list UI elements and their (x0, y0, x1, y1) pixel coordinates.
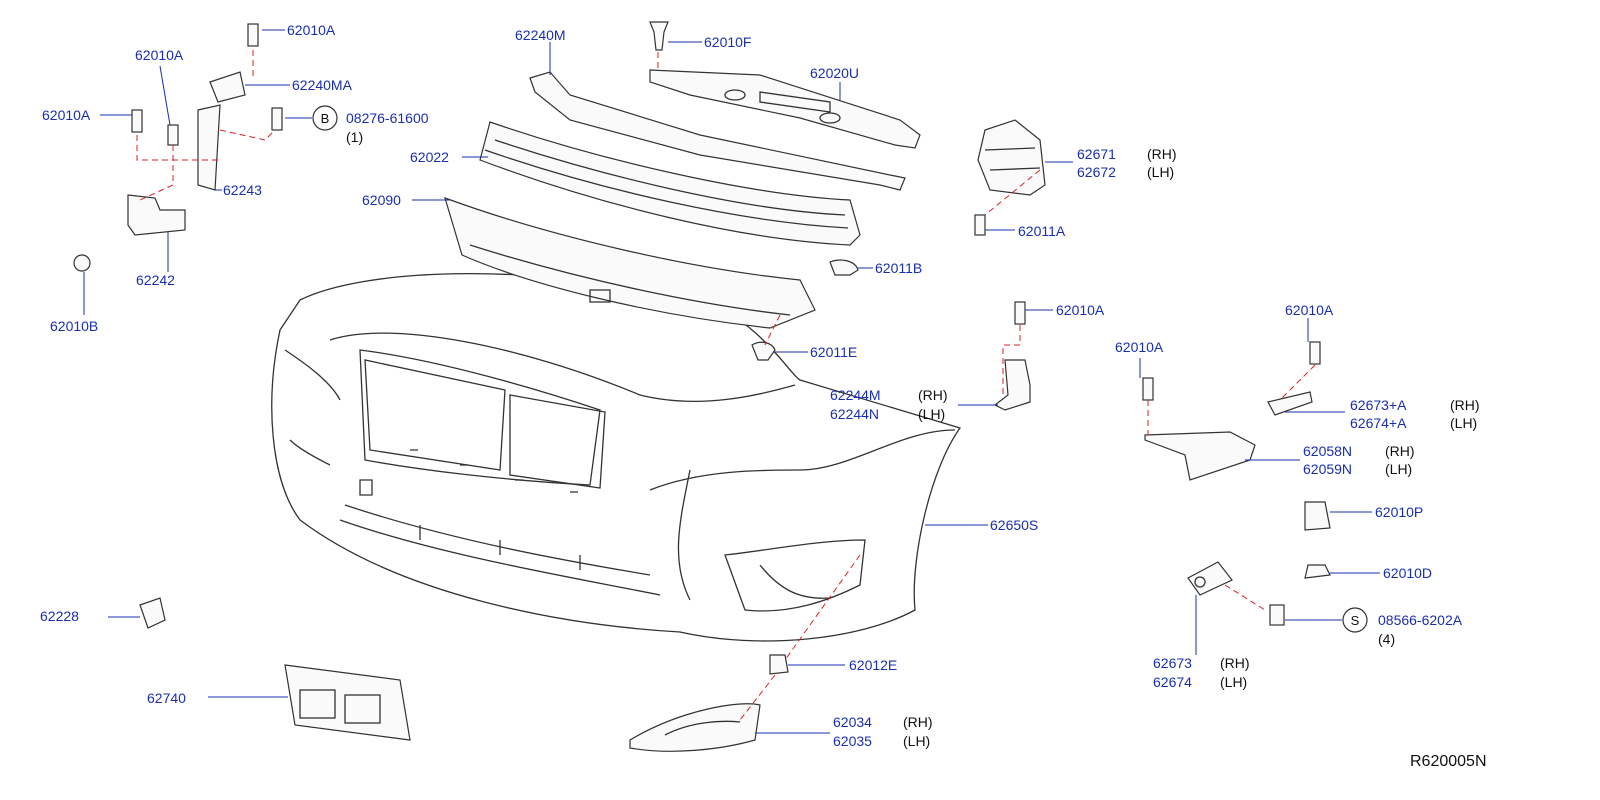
label-62673: 62673 (1153, 655, 1192, 671)
label-62244n: 62244N (830, 406, 879, 422)
label-62010a-top: 62010A (287, 22, 336, 38)
leader-lines (83, 29, 1380, 734)
label-62673a: 62673+A (1350, 397, 1407, 413)
bolt-62010a-top (247, 23, 259, 47)
energy-absorber-62090 (444, 197, 816, 329)
license-plate-bracket-62740 (284, 664, 411, 741)
label-08566-6202a: 08566-6202A (1378, 612, 1463, 628)
label-62673-side: (RH) (1220, 655, 1250, 671)
label-62242: 62242 (136, 272, 175, 288)
part-labels: 62010A 62010A 62010A 62240MA 08276-61600… (40, 22, 1487, 770)
label-62240ma: 62240MA (292, 77, 353, 93)
label-62022: 62022 (410, 149, 449, 165)
clip-62010f (649, 21, 669, 51)
label-62672-side: (LH) (1147, 164, 1174, 180)
bolt-62011a (974, 214, 986, 236)
label-62244n-side: (LH) (918, 406, 945, 422)
clip-62011e (751, 341, 776, 361)
label-62059n: 62059N (1303, 461, 1352, 477)
label-08566-qty: (4) (1378, 631, 1395, 647)
diagram-reference-code: R620005N (1410, 753, 1487, 770)
label-62228: 62228 (40, 608, 79, 624)
label-62674-side: (LH) (1220, 674, 1247, 690)
label-62010a-right1: 62010A (1115, 339, 1164, 355)
fog-bracket-62673 (1187, 561, 1233, 596)
label-62671-side: (RH) (1147, 146, 1177, 162)
clip-62010d (1304, 564, 1331, 579)
label-62058n-side: (RH) (1385, 443, 1415, 459)
bracket-strip-62240m (529, 71, 906, 191)
label-62010a-mid: 62010A (135, 47, 184, 63)
nut-62010b (73, 254, 91, 272)
bolt-62010a-mid (167, 124, 179, 146)
callout-letter-s: S (1351, 613, 1360, 628)
label-62740: 62740 (147, 690, 186, 706)
label-62010a-right2: 62010A (1285, 302, 1334, 318)
label-62010f: 62010F (704, 34, 751, 50)
upper-left-bracket-assembly (127, 71, 246, 236)
clip-62010p (1304, 501, 1331, 531)
label-62012e: 62012E (849, 657, 897, 673)
bracket-62244m (993, 359, 1031, 411)
label-62244m-side: (RH) (918, 387, 948, 403)
label-08276-qty: (1) (346, 129, 363, 145)
label-62011e: 62011E (810, 344, 857, 360)
assembly-dash-lines (136, 50, 1316, 721)
circle-callout-s: S (1342, 607, 1368, 633)
label-62010a-center: 62010A (1056, 302, 1105, 318)
label-62034: 62034 (833, 714, 872, 730)
bolt-62010a-right1 (1142, 377, 1154, 401)
label-62240m: 62240M (515, 27, 566, 43)
bolt-08276 (271, 107, 283, 131)
label-62010b: 62010B (50, 318, 98, 334)
label-62058n: 62058N (1303, 443, 1352, 459)
reinforcement-beam-62022 (479, 121, 861, 246)
bolt-62010a-center (1014, 301, 1026, 325)
fog-finisher-62034 (629, 703, 761, 752)
label-62650s: 62650S (990, 517, 1038, 533)
callout-letter-b: B (321, 111, 330, 126)
bolt-62010a-right2 (1309, 341, 1321, 365)
label-62672: 62672 (1077, 164, 1116, 180)
label-62674a: 62674+A (1350, 415, 1407, 431)
label-62244m: 62244M (830, 387, 881, 403)
label-08276-61600: 08276-61600 (346, 110, 429, 126)
label-62673a-side: (RH) (1450, 397, 1480, 413)
bolt-62010a-left (131, 109, 143, 133)
front-bumper-fascia (271, 272, 962, 642)
label-62090: 62090 (362, 192, 401, 208)
label-62674: 62674 (1153, 674, 1192, 690)
label-62059n-side: (LH) (1385, 461, 1412, 477)
label-62011b: 62011B (875, 260, 922, 276)
clip-62011b (829, 259, 859, 276)
label-62020u: 62020U (810, 65, 859, 81)
label-62034-side: (RH) (903, 714, 933, 730)
label-62243: 62243 (223, 182, 262, 198)
label-62010a-left: 62010A (42, 107, 91, 123)
bracket-62058n (1144, 431, 1256, 481)
label-62011a: 62011A (1018, 223, 1066, 239)
label-62671: 62671 (1077, 146, 1116, 162)
clip-62012e (769, 654, 789, 675)
tow-hook-cap-62228 (139, 597, 166, 629)
arm-62673a (1267, 391, 1313, 416)
label-62010p: 62010P (1375, 504, 1423, 520)
side-bracket-62671 (977, 119, 1046, 196)
screw-08566 (1269, 604, 1285, 626)
circle-callout-b: B (312, 105, 338, 131)
label-62674a-side: (LH) (1450, 415, 1477, 431)
label-62035-side: (LH) (903, 733, 930, 749)
upper-cover-62020u (649, 69, 921, 149)
label-62010d: 62010D (1383, 565, 1432, 581)
fasteners (73, 21, 1331, 675)
label-62035: 62035 (833, 733, 872, 749)
